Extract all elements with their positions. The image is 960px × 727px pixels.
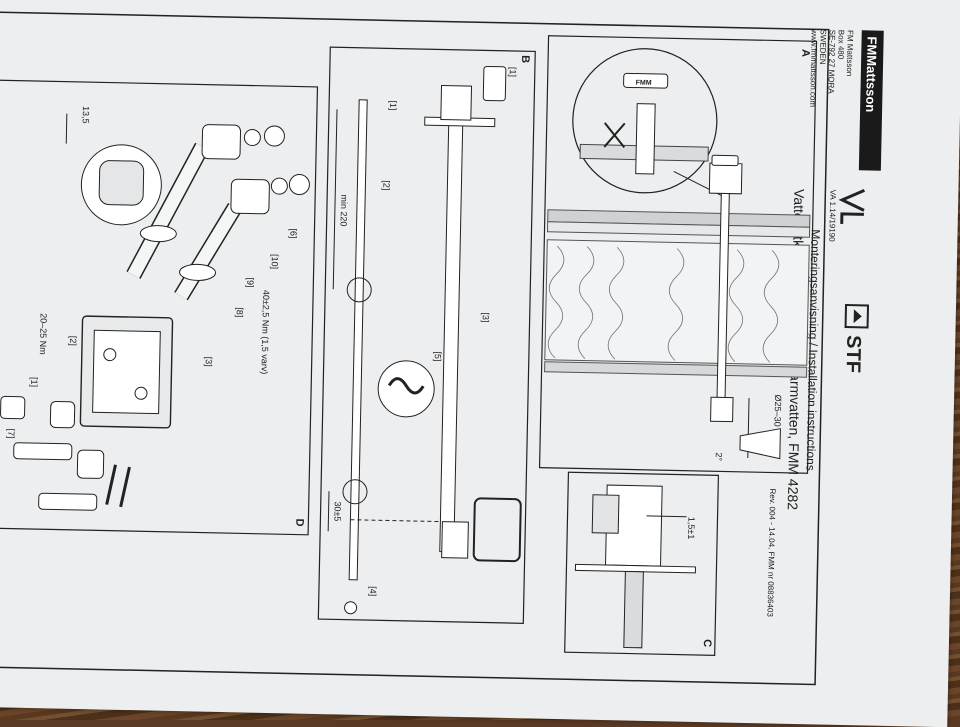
detail-magnifier (377, 360, 435, 418)
va-certification-code: VA 1.14/19190 (827, 190, 837, 243)
company-line: SE-792 27 MORA (826, 30, 836, 95)
callout-label: [3] (481, 312, 491, 322)
nut-part (263, 125, 285, 147)
panel-a-dim-diameter: Ø25–30 (772, 395, 783, 427)
drill-bit-icon (739, 428, 781, 460)
revision-text: Rev. 004 - 14.04, FMM nr 08836403 (765, 488, 777, 617)
insulation-pattern (547, 245, 780, 363)
washer-part (139, 225, 177, 243)
panel-c: C 1,5±1 (564, 471, 720, 656)
panel-d-label: D (293, 518, 305, 526)
cap-part (0, 395, 26, 420)
panel-b-label: B (519, 55, 531, 63)
panel-d-dim-top: 13,5 (81, 106, 91, 124)
screw-icon (105, 464, 117, 505)
valve-handle-icon (711, 154, 739, 167)
callout-label: [2] (381, 180, 391, 190)
callout-label: [4] (368, 586, 378, 596)
wall-board-layer (544, 361, 808, 378)
washer-part (179, 263, 217, 281)
callout-label: [3] (204, 357, 214, 367)
panel-b: B [1] [1] min 220 [2] [3] [5] 30±5 [4] (317, 46, 536, 624)
screw-icon (103, 348, 117, 362)
callout-label: [7] (6, 428, 16, 438)
panel-c-dim: 1,5±1 (686, 517, 696, 540)
detail-circle (342, 479, 368, 505)
screw-icon (119, 466, 131, 508)
callout-label: [1] (508, 67, 518, 77)
brand-logo-text: FMMattsson (863, 36, 880, 112)
dash-line (350, 519, 441, 523)
dim-line (327, 491, 330, 532)
sheet-frame (0, 11, 830, 686)
valve-head (708, 162, 743, 195)
house-certification-icon (844, 304, 870, 329)
valve-nut (591, 494, 620, 534)
callout-label: [6] (288, 228, 298, 238)
knob-brand: FMM (636, 80, 652, 87)
pipe-section (623, 570, 644, 649)
va-certification-icon (838, 189, 866, 224)
torque-label: 40±2,5 Nm (1,5 varv) (259, 290, 271, 375)
detail-valve-body (635, 103, 656, 175)
callout-label: [1] (29, 377, 39, 387)
callout-label: [9] (245, 277, 255, 287)
detail-handle-icon (623, 72, 669, 89)
valve-insert (49, 400, 76, 429)
panel-a: A FMM Ø25–30 2° (538, 35, 818, 474)
handle-key-icon (38, 492, 98, 511)
valve-head (440, 84, 473, 121)
panel-b-dim-bottom: 30±5 (332, 501, 342, 521)
cross-out-icon (603, 122, 626, 148)
nut-part (243, 129, 261, 147)
tube-end (441, 521, 469, 559)
nut-part (270, 177, 288, 195)
insulation-layer (544, 239, 810, 366)
detail-circle (346, 277, 372, 303)
company-line: www.fmmattsson.com (808, 28, 819, 107)
callout-label: [1] (388, 100, 398, 110)
handle-key-icon (13, 442, 73, 461)
panel-a-label: A (799, 49, 811, 57)
panel-c-label: C (701, 639, 713, 647)
torque-label: 20–25 Nm (38, 313, 49, 355)
rod-part (348, 99, 368, 581)
wall-board-layer (546, 221, 811, 238)
detail-fitting (98, 160, 145, 206)
brand-logo (858, 30, 884, 171)
elbow-fitting (201, 124, 242, 160)
tool-icon (472, 497, 522, 563)
cap-part (482, 65, 507, 102)
mounting-box-inner (92, 329, 161, 415)
screw-icon (344, 601, 358, 615)
panel-d: D 13,5 [6] [10] 40±2,5 Nm (1,5 varv) [9]… (0, 79, 319, 536)
dim-line (646, 515, 687, 518)
callout-label: [10] (270, 254, 280, 269)
clip-icon (387, 377, 425, 395)
company-line: FM Mattsson (845, 30, 855, 76)
callout-label: [8] (235, 307, 245, 317)
company-line: SWEDEN (818, 29, 828, 65)
screw-icon (134, 386, 148, 400)
panel-a-angle: 2° (714, 452, 724, 461)
callout-label: [2] (68, 336, 78, 346)
valve-elbow (710, 396, 734, 423)
callout-label: [5] (433, 351, 443, 361)
elbow-fitting (230, 178, 270, 215)
panel-b-dim-min: min 220 (339, 194, 350, 226)
tube-part (439, 119, 464, 553)
stf-logo: STF (842, 335, 865, 373)
dim-line (332, 109, 338, 290)
dim-line (65, 113, 68, 144)
valve-insert (76, 449, 105, 479)
nut-part (288, 174, 310, 196)
company-line: Box 480 (836, 30, 846, 60)
